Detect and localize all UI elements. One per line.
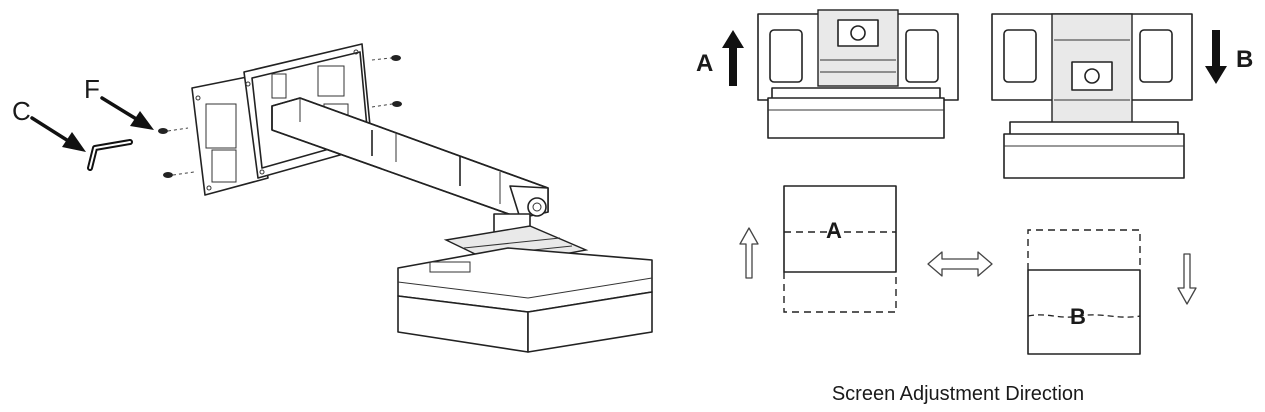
box-label-b: B	[1070, 304, 1086, 329]
screw-group	[158, 55, 402, 178]
adjustment-view-b	[991, 13, 1193, 179]
label-f: F	[84, 74, 100, 104]
solid-up-arrow-icon	[722, 30, 744, 86]
projector-body	[397, 247, 653, 353]
screen-box-a: A	[783, 185, 897, 313]
open-down-arrow-icon	[1177, 253, 1197, 305]
double-horizontal-arrow-icon	[927, 251, 993, 277]
extension-arm	[271, 97, 549, 219]
screen-box-b: B	[1027, 229, 1141, 355]
pointer-arrow-f	[100, 96, 154, 130]
screw-icon	[163, 171, 195, 178]
open-up-arrow-icon	[739, 227, 759, 279]
label-c: C	[12, 96, 31, 126]
adjustment-view-a	[757, 9, 959, 139]
screw-icon	[371, 101, 402, 108]
screw-icon	[158, 127, 189, 134]
solid-down-arrow-icon	[1205, 30, 1227, 84]
label-b-top: B	[1236, 46, 1253, 73]
caption: Screen Adjustment Direction	[832, 383, 1084, 405]
screw-icon	[371, 55, 401, 61]
allen-key-icon	[87, 139, 133, 171]
label-a-top: A	[696, 50, 713, 77]
wall-mount-illustration: C F	[12, 43, 653, 353]
box-label-a: A	[826, 218, 842, 243]
pointer-arrow-c	[30, 116, 86, 152]
